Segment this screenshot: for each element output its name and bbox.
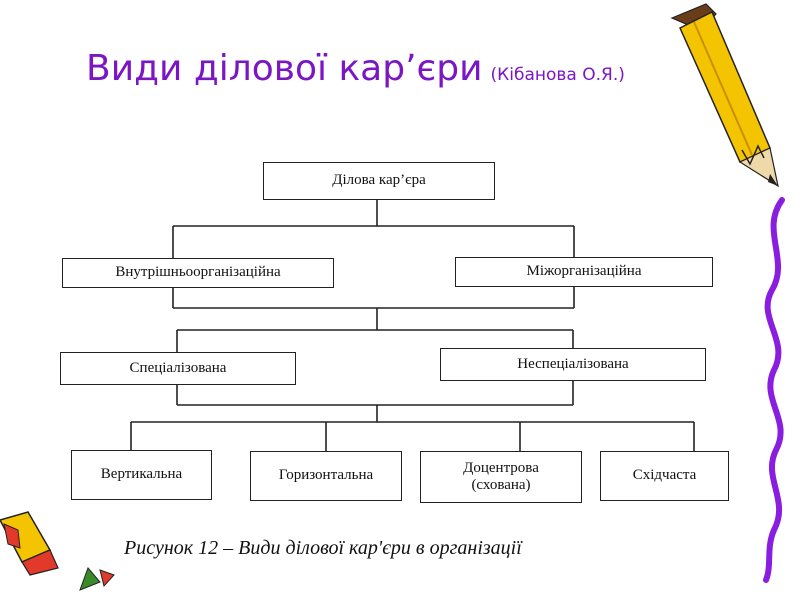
box-centripetal: Доцентрова (схована): [420, 451, 582, 503]
box-root: Ділова кар’єра: [263, 162, 495, 200]
box-horizontal: Горизонтальна: [250, 451, 402, 501]
squiggle-line: [763, 197, 785, 583]
pencil-icon: [0, 511, 115, 591]
figure-caption: Рисунок 12 – Види ділової кар'єри в орга…: [124, 537, 522, 559]
box-internal: Внутрішньоорганізаційна: [62, 258, 334, 288]
box-vertical: Вертикальна: [71, 450, 212, 500]
title-main: Види ділової кар’єри: [86, 48, 483, 89]
slide-title: Види ділової кар’єри (Кібанова О.Я.): [86, 48, 625, 89]
pencil-icon: [670, 3, 779, 188]
box-specialized: Спеціалізована: [60, 352, 296, 385]
box-stepped: Східчаста: [600, 451, 729, 501]
box-nonspecialized: Неспеціалізована: [440, 348, 706, 381]
title-author: (Кібанова О.Я.): [490, 65, 625, 85]
box-interorganizational: Міжорганізаційна: [455, 257, 713, 287]
